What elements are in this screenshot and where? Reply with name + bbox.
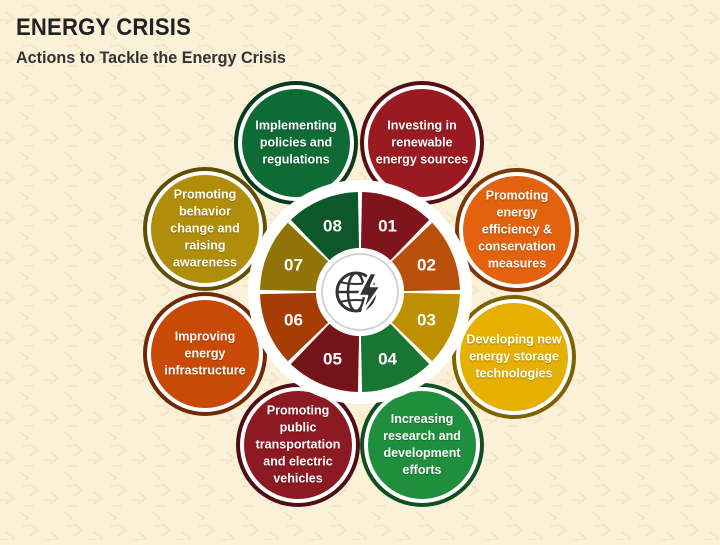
petal-fill [463,176,571,284]
petal-07 [143,167,267,291]
petal-fill [368,89,476,197]
page-subtitle: Actions to Tackle the Energy Crisis [16,48,286,67]
segment-01 [360,192,430,261]
page-title: ENERGY CRISIS [16,14,192,41]
segment-number-08: 08 [323,216,342,235]
petal-fill [151,300,259,408]
segment-number-01: 01 [378,216,397,235]
segment-number-02: 02 [417,255,436,274]
segment-06 [260,292,329,362]
petal-label-03: Developing new energy storage technologi… [466,332,562,381]
petal-04 [360,383,484,507]
petal-label-08: Implementing policies and regulations [255,118,337,167]
petal-02 [455,168,579,292]
segment-08 [290,192,360,261]
petal-label-05: Promoting public transportation and elec… [255,403,341,486]
petal-label-04: Increasing research and development effo… [383,412,461,477]
petal-08 [234,81,358,205]
petals-layer [143,81,579,507]
petal-label-07: Promoting behavior change and raising aw… [170,187,240,270]
segment-02 [391,222,460,292]
petal-fill [244,391,352,499]
segment-number-03: 03 [417,311,436,330]
petal-fill [151,175,259,283]
petal-06 [143,292,267,416]
segment-05 [290,323,360,392]
petal-fill [242,89,350,197]
segment-04 [360,323,430,392]
segment-03 [391,292,460,362]
segment-number-07: 07 [284,255,303,274]
segment-07 [260,222,329,292]
segment-number-06: 06 [284,311,303,330]
segment-number-04: 04 [378,350,397,369]
petal-fill [368,391,476,499]
petal-label-02: Promoting energy efficiency & conservati… [478,188,556,271]
segment-number-05: 05 [323,350,342,369]
petal-label-06: Improving energy infrastructure [164,329,246,378]
petal-03 [452,295,576,419]
petal-label-01: Investing in renewable energy sources [375,118,469,167]
segments-layer: 01 02 03 04 05 06 07 08 [260,192,460,392]
globe-lightning-icon [335,271,383,315]
petal-05 [236,383,360,507]
petal-fill [460,303,568,411]
petal-01 [360,81,484,205]
